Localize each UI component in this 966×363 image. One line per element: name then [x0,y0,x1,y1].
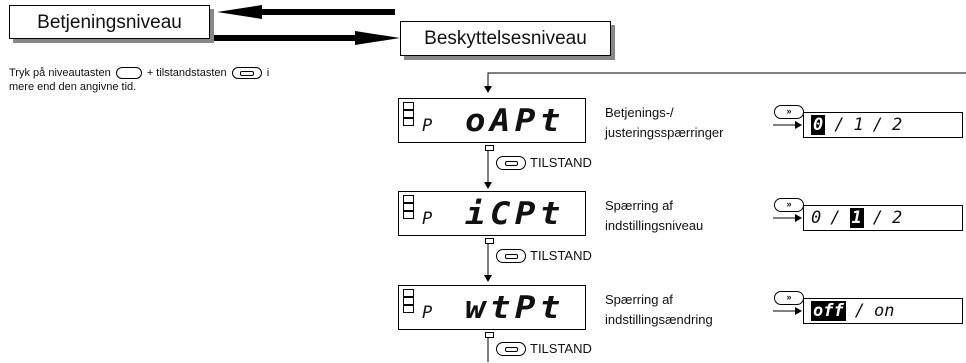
up-key-icon: » [774,198,804,212]
down-arrow-icon-1 [484,182,492,189]
value-1-sep-3: / [872,115,883,135]
value-box-3: off / on [803,298,963,324]
desc-3-line1: Spærring af [605,292,673,307]
display-code-3: wtPt [465,290,565,326]
desc-3-line2: indstillingsændring [605,312,713,327]
description-3: Spærring af indstillingsændring [605,290,713,330]
level-key-icon [115,67,142,80]
value-2-part-2: 1 [849,208,864,228]
desc-1-line2: justeringsspærringer [605,125,724,140]
desc-2-line1: Spærring af [605,198,673,213]
display-panel-1: P oAPt [398,98,586,151]
value-3-part-2: on [873,301,895,321]
value-1-part-4: 2 [892,115,903,135]
mode-step-1: TILSTAND [496,155,592,170]
instruction-note: Tryk på niveautasten + tilstandstasten i… [9,66,389,94]
value-3-part-0: off [811,301,846,321]
value-2-part-0: 0 [811,208,822,228]
protection-level-box: Beskyttelsesniveau [400,21,611,56]
note-text-4: mere end den angivne tid. [9,81,137,93]
display-code-1: oAPt [465,103,565,139]
value-1-part-0: 0 [811,115,826,135]
up-key-icon: » [774,291,804,305]
up-key-icon: » [774,105,804,119]
value-2-sep-3: / [872,208,883,228]
operation-level-label: Betjeningsniveau [37,11,182,33]
value-2-sep-1: / [830,208,841,228]
value-arrows [773,121,802,315]
display-panel-3: P wtPt [398,285,586,338]
loop-arrow-icon [484,86,492,93]
mode-label-3: TILSTAND [530,341,592,356]
mode-step-2: TILSTAND [496,248,592,263]
mode-label-1: TILSTAND [530,155,592,170]
loop-line [487,72,966,86]
description-1: Betjenings-/ justeringsspærringer [605,103,724,143]
arrow-to-operation-icon [217,5,395,19]
mode-label-2: TILSTAND [530,248,592,263]
value-2-part-4: 2 [892,208,903,228]
display-code-2: iCPt [465,196,565,232]
desc-1-line1: Betjenings-/ [605,105,674,120]
arrow-to-protection-icon [212,31,400,45]
display-panel-2: P iCPt [398,191,586,244]
mode-key-icon [496,341,526,356]
note-text-2: + tilstandstasten [146,67,227,79]
description-2: Spærring af indstillingsniveau [605,196,703,236]
display-p-1: P [422,116,433,136]
value-box-1: 0 / 1 / 2 [803,112,963,138]
down-arrow-icon-2 [484,275,492,282]
value-3-sep-1: / [854,301,865,321]
mode-key-icon [496,248,526,263]
note-text-1: Tryk på niveautasten [9,67,111,79]
value-1-part-2: 1 [853,115,864,135]
value-box-2: 0 / 1 / 2 [803,205,963,231]
mode-key-icon [496,155,526,170]
protection-level-label: Beskyttelsesniveau [424,28,587,49]
note-text-3: i [266,67,270,79]
value-1-sep-1: / [834,115,845,135]
mode-key-icon [231,67,262,80]
mode-step-3: TILSTAND [496,341,592,356]
level-transition-arrows [212,5,400,45]
desc-2-line2: indstillingsniveau [605,218,704,233]
display-p-3: P [422,303,433,323]
display-p-2: P [422,209,433,229]
operation-level-box: Betjeningsniveau [9,5,210,39]
